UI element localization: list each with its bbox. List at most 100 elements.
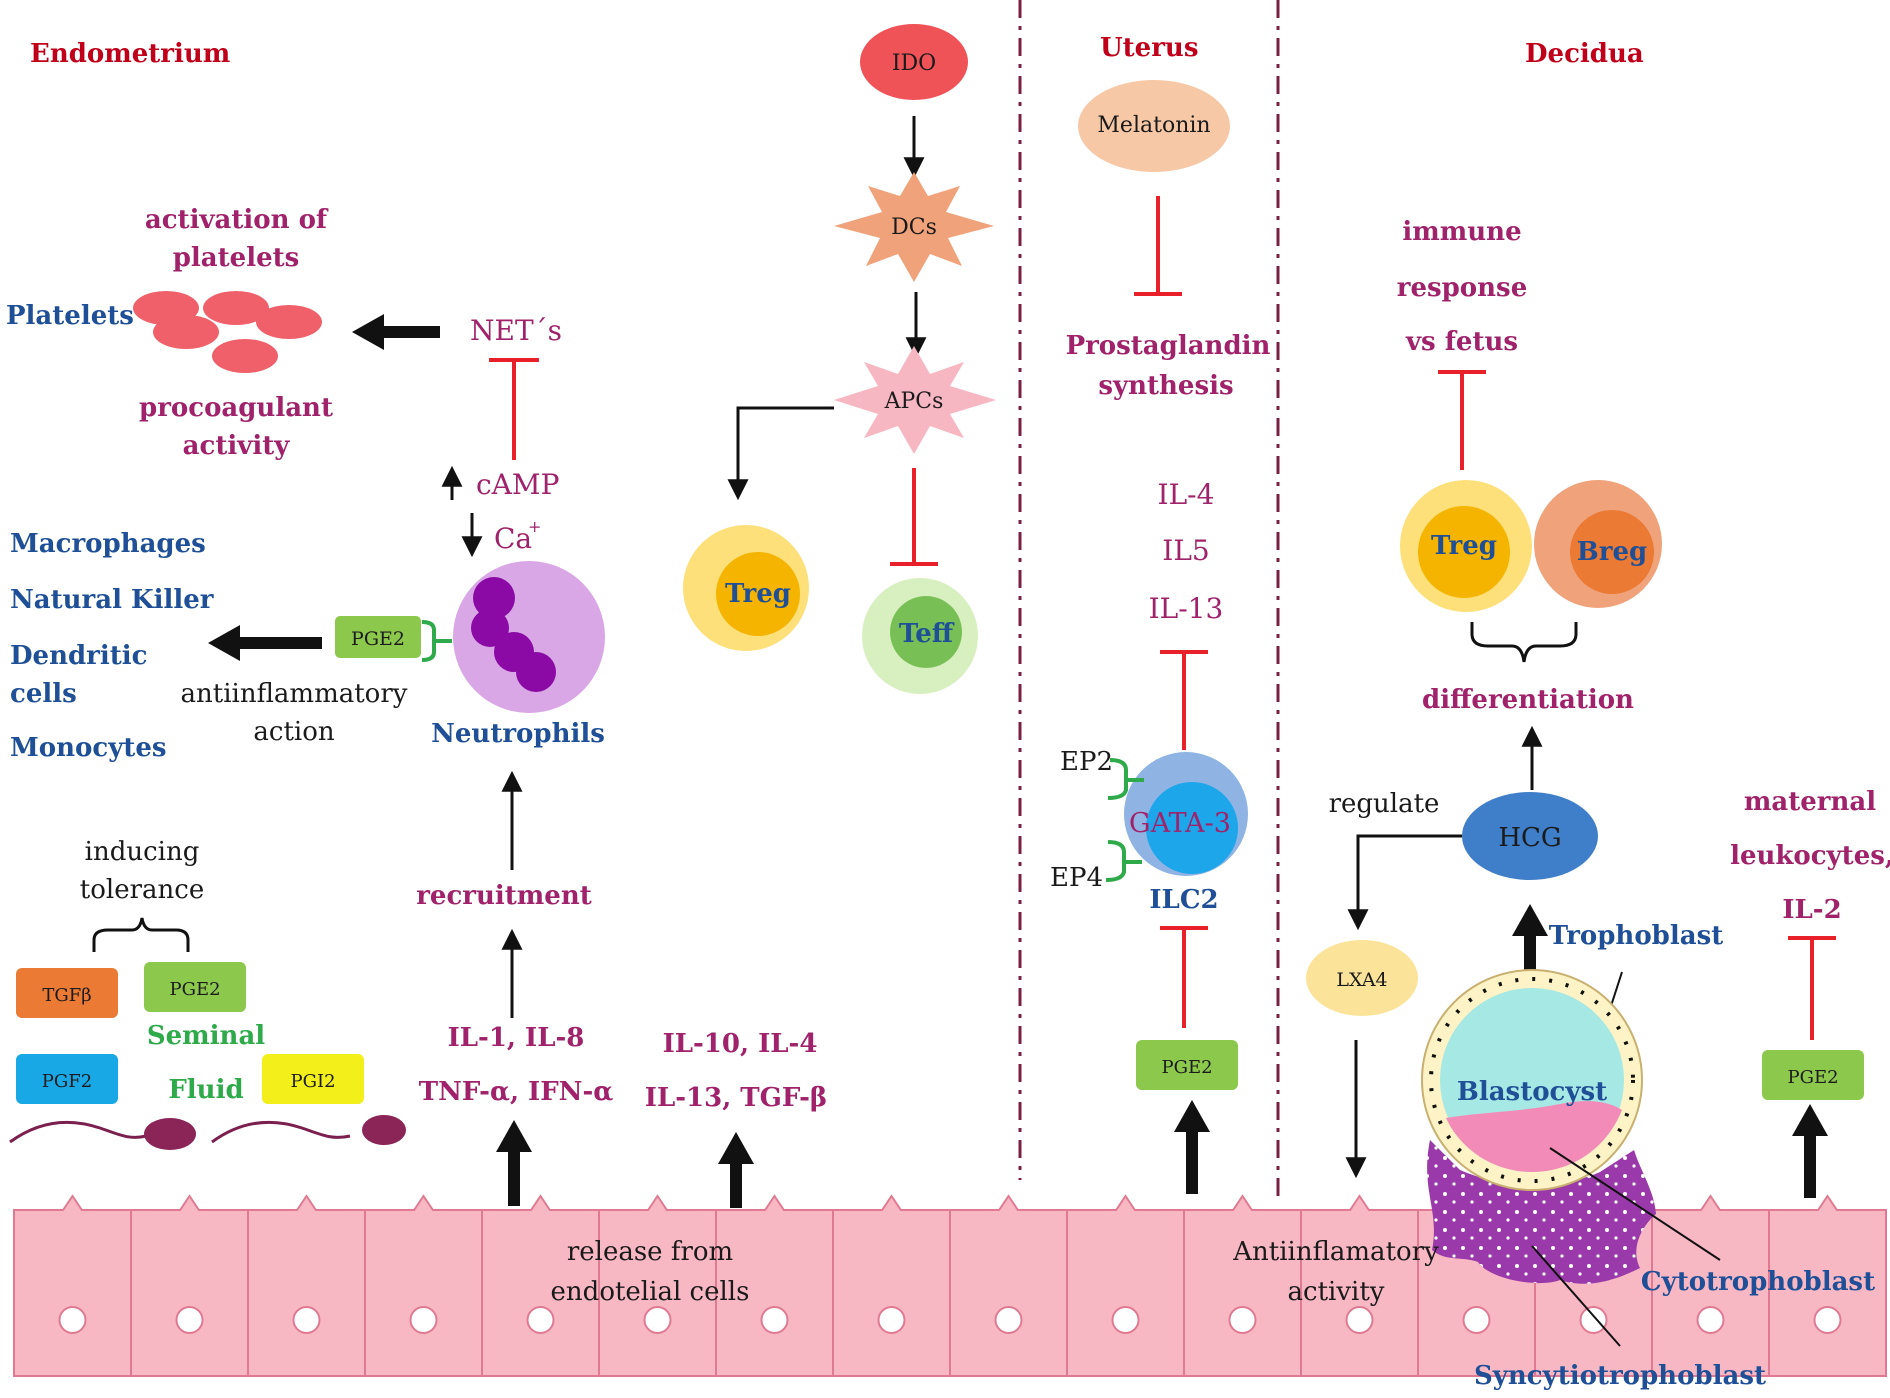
sperm-2-head: [362, 1115, 406, 1145]
antiinflamatory-line1: Antiinflamatory: [1232, 1237, 1439, 1267]
section-title-decidua: Decidua: [1525, 39, 1644, 69]
ca-label: Ca: [494, 522, 532, 555]
melatonin-label: Melatonin: [1097, 113, 1210, 138]
activation-of-platelets-line2: platelets: [173, 243, 300, 273]
differentiation-brace: [1470, 622, 1578, 663]
regulate-label: regulate: [1329, 789, 1440, 819]
epithelium-cell: [1066, 1194, 1185, 1377]
trophoblast-ring-dots: [1429, 977, 1635, 1183]
epithelium-cell: [1768, 1194, 1887, 1377]
cytotrophoblast-label: Cytotrophoblast: [1641, 1267, 1875, 1297]
epithelium-nucleus: [1813, 1306, 1842, 1334]
ep4-label: EP4: [1050, 863, 1103, 893]
pgi2-label: PGI2: [290, 1071, 335, 1092]
il5-label: IL5: [1162, 534, 1209, 567]
treg-decidua-label: Treg: [1431, 531, 1497, 561]
cytokines-line1: IL-1, IL-8: [448, 1023, 585, 1053]
fluid-label: Fluid: [168, 1075, 243, 1105]
platelets-cluster: [133, 291, 322, 373]
epithelium-nucleus: [994, 1306, 1023, 1334]
immune-line3: vs fetus: [1405, 327, 1518, 357]
pge2-decidua-box: [1762, 1050, 1864, 1100]
pgf2-box: [16, 1054, 118, 1104]
il10-line2: IL-13, TGF-β: [645, 1083, 827, 1113]
epithelium-nucleus: [409, 1306, 438, 1334]
syncytiotrophoblast-pointer: [1531, 1245, 1621, 1347]
hcg-label: HCG: [1498, 823, 1561, 853]
prostaglandin-line1: Prostaglandin: [1066, 331, 1271, 361]
pge2-uterus-box: [1136, 1040, 1238, 1090]
neutrophil-nucleus: [471, 577, 556, 692]
ca-superscript: +: [528, 517, 541, 536]
pge2-decidua-label: PGE2: [1787, 1067, 1838, 1088]
il13-label: IL-13: [1149, 592, 1224, 625]
immune-line2: response: [1397, 273, 1527, 303]
ilc2-label: ILC2: [1149, 885, 1218, 915]
ido-label: IDO: [892, 51, 936, 76]
ep4-receptor: [1105, 840, 1142, 882]
cell-macrophages: Macrophages: [10, 529, 206, 559]
teff-nucleus: [890, 596, 962, 668]
ep2-receptor: [1107, 758, 1144, 800]
syncytiotrophoblast-dots: [1427, 1140, 1656, 1284]
breg-nucleus: [1570, 510, 1654, 594]
treg-decidua-nucleus: [1418, 506, 1510, 598]
epithelium-cell: [247, 1194, 366, 1377]
epithelium-nucleus: [877, 1306, 906, 1334]
antiinflamatory-line2: activity: [1288, 1277, 1385, 1307]
epithelium-nucleus: [175, 1306, 204, 1334]
treg-endometrium-nucleus: [716, 552, 800, 636]
dcs-node: [834, 172, 994, 282]
inducing-line1: inducing: [85, 837, 200, 867]
arrow-epi-il10-head: [718, 1132, 754, 1164]
antiinflammatory-line1: antiinflammatory: [181, 679, 408, 709]
epithelium-nucleus: [1228, 1306, 1257, 1334]
blastocyst-label: Blastocyst: [1457, 1077, 1607, 1107]
sperm-2-tail: [211, 1120, 351, 1144]
maternal-line2: leukocytes,: [1730, 841, 1890, 871]
epithelium-nucleus: [292, 1306, 321, 1334]
arrow-maternal-up-head: [1792, 1104, 1828, 1136]
epithelium-nucleus: [58, 1306, 87, 1334]
epithelium-nucleus: [1696, 1306, 1725, 1334]
platelets-label: Platelets: [6, 301, 134, 331]
section-title-uterus: Uterus: [1100, 33, 1198, 63]
epithelium-cell: [832, 1194, 951, 1377]
apcs-node: [834, 346, 996, 454]
release-line1: release from: [567, 1237, 733, 1267]
tgfb-label: TGFβ: [42, 985, 91, 1006]
ep2-label: EP2: [1060, 747, 1113, 777]
arrow-epi-cytokines-head: [496, 1120, 532, 1152]
teff-label: Teff: [899, 619, 955, 649]
epithelium-cell: [949, 1194, 1068, 1377]
pge2-neutrophil-box: [335, 616, 421, 658]
melatonin-node: [1078, 80, 1230, 172]
pgf2-label: PGF2: [42, 1071, 92, 1092]
gata3-label: GATA-3: [1129, 808, 1231, 839]
activation-of-platelets-line1: activation of: [145, 205, 329, 235]
seminal-label: Seminal: [147, 1021, 265, 1051]
epithelium-cell: [13, 1194, 132, 1377]
procoagulant-line1: procoagulant: [139, 393, 333, 423]
epithelium-cell: [715, 1194, 834, 1377]
trophoblast-label: Trophoblast: [1549, 921, 1723, 951]
recruitment-label: recruitment: [416, 881, 592, 911]
epithelium-cell: [1300, 1194, 1419, 1377]
epithelium-cell: [364, 1194, 483, 1377]
apcs-label: APCs: [884, 389, 944, 414]
maternal-line3: IL-2: [1782, 895, 1841, 925]
ido-node: [860, 24, 968, 100]
il10-line1: IL-10, IL-4: [663, 1029, 818, 1059]
release-line2: endotelial cells: [551, 1277, 750, 1307]
treg-endometrium-label: Treg: [725, 579, 791, 609]
pge2-neutrophil-label: PGE2: [351, 628, 405, 650]
procoagulant-line2: activity: [183, 431, 291, 461]
inducing-line2: tolerance: [80, 875, 204, 905]
lxa4-node: [1306, 940, 1418, 1016]
epithelium-cell: [598, 1194, 717, 1377]
arrow-blastocyst-hcg-head: [1512, 904, 1548, 936]
cytotrophoblast-pointer: [1549, 1147, 1721, 1261]
epithelium-cell: [1183, 1194, 1302, 1377]
epithelium-cell: [130, 1194, 249, 1377]
differentiation-label: differentiation: [1422, 685, 1634, 715]
